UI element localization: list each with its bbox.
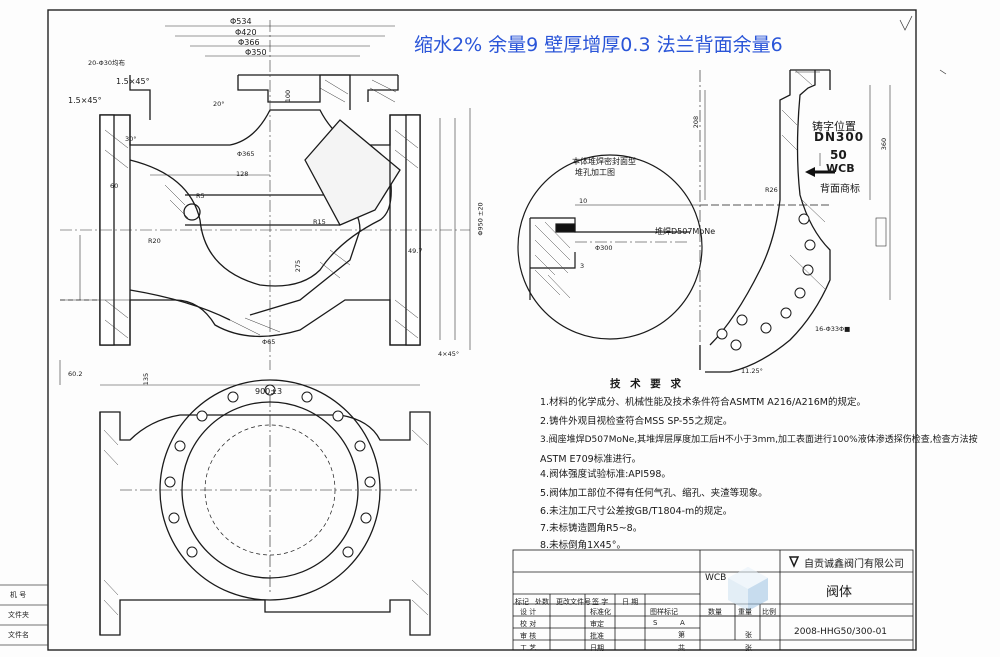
- drawing-number: 2008-HHG50/300-01: [794, 627, 888, 637]
- company-logo: [788, 556, 800, 568]
- r5: R5: [196, 192, 205, 200]
- tb-mid-ratify: 批准: [590, 632, 604, 640]
- weld-label: 堆焊D507MoNe: [655, 227, 716, 236]
- tb-col-sign: 签 字: [592, 598, 609, 606]
- tech-item: 3.阀座堆焊D507MoNe,其堆焊层厚度加工后H不小于3mm,加工表面进行10…: [540, 435, 978, 445]
- detail-dia-300: Φ300: [595, 244, 613, 252]
- front-dimensions: [59, 20, 471, 386]
- tech-item: 8.未标倒角1X45°。: [540, 540, 626, 551]
- dim-dia-350: Φ350: [245, 48, 267, 57]
- holes-top: 20-Φ30均布: [88, 59, 126, 67]
- dim-100: 100: [284, 89, 293, 103]
- cast-pressure: 50: [830, 148, 847, 162]
- tech-item: ASTM E709标准进行。: [540, 454, 642, 465]
- tech-item: 6.未注加工尺寸公差按GB/T1804-m的规定。: [540, 506, 733, 517]
- weld-detail: [517, 154, 703, 340]
- tb-stage-qty: 数量: [708, 608, 722, 616]
- angle-30: 30°: [125, 135, 137, 143]
- dim-602: 60.2: [68, 370, 83, 378]
- top-view-hatch: [103, 429, 429, 616]
- dim-275: 275: [294, 259, 303, 273]
- chamfer-2: 1.5×45°: [68, 96, 102, 105]
- tb-col-change: 更改文件号: [556, 598, 591, 606]
- chamfer-1: 1.5×45°: [116, 77, 150, 86]
- dia-365: Φ365: [237, 150, 255, 158]
- tb-stage-scale: 比例: [762, 608, 776, 616]
- tb-col-date: 日 期: [622, 598, 639, 606]
- r26: R26: [765, 186, 778, 194]
- tech-item: 2.铸件外观目视检查符合MSS SP-55之规定。: [540, 416, 733, 427]
- tb-mid-approve: 审定: [590, 620, 604, 628]
- angle-20: 20°: [213, 100, 225, 108]
- margin-file-name: 文件名: [8, 631, 29, 639]
- top-view-bolt-circle: [164, 384, 376, 558]
- dim-900: 900±3: [255, 387, 283, 396]
- side-view-holes: [716, 213, 816, 351]
- margin-machine-no: 机 号: [10, 591, 27, 599]
- side-dims: [704, 71, 891, 300]
- weld-detail-hatch: [534, 221, 571, 299]
- detail-subtitle: 堆孔加工图: [575, 168, 615, 177]
- tech-item: 1.材料的化学成分、机械性能及技术条件符合ASMTM A216/A216M的规定…: [540, 397, 866, 408]
- cast-material: WCB: [826, 162, 855, 175]
- tb-stage-a: A: [680, 619, 685, 627]
- tb-mid-standard: 标准化: [590, 608, 611, 616]
- dim-dia-420: Φ420: [235, 28, 257, 37]
- tech-item: 7.未标铸造圆角R5~8。: [540, 523, 643, 534]
- tech-heading: 技 术 要 求: [610, 378, 684, 390]
- tb-mid-date: 日期: [590, 644, 604, 652]
- tb-stage-weight: 重量: [738, 608, 752, 616]
- dim-135: 135: [142, 372, 151, 386]
- cast-arrow-head: [805, 167, 815, 177]
- tb-row-review: 审 核: [520, 632, 537, 640]
- watermark-cube: [728, 567, 768, 611]
- front-hatching: [104, 79, 419, 339]
- margin-folder: 文件夹: [8, 611, 29, 619]
- tb-sheet-of: 张: [745, 631, 752, 639]
- dia-950: Φ950 ±20: [476, 202, 485, 236]
- r65: Φ65: [262, 338, 276, 346]
- tech-item: 5.阀体加工部位不得有任何气孔、缩孔、夹渣等现象。: [540, 488, 768, 499]
- tech-item: 4.阀体强度试验标准:API598。: [540, 469, 671, 480]
- dim-360: 360: [880, 137, 889, 151]
- cast-arrow-label: 背面商标: [820, 184, 860, 195]
- dim-497: 49.7: [408, 247, 423, 255]
- tb-row-design: 设 计: [520, 608, 537, 616]
- part-name: 阀体: [826, 585, 853, 600]
- overlay-title: 缩水2% 余量9 壁厚增厚0.3 法兰背面余量6: [414, 34, 783, 56]
- tb-row-check: 校 对: [520, 620, 537, 628]
- angle-1125: 11.25°: [741, 367, 763, 375]
- tb-total-of: 张: [745, 644, 752, 652]
- detail-dim-10: 10: [579, 197, 588, 205]
- title-block: [512, 549, 914, 651]
- tb-sheet-label: 第: [678, 631, 685, 639]
- side-view: [699, 69, 831, 373]
- cast-pos-label: 铸字位置: [812, 120, 856, 133]
- top-view: [99, 379, 431, 636]
- drawing-border: [47, 9, 917, 651]
- cast-dn: DN300: [814, 130, 865, 144]
- tb-col-mark: 标记: [515, 598, 529, 606]
- tb-col-count: 处数: [535, 598, 549, 606]
- side-view-hatch: [781, 69, 827, 291]
- material: WCB: [705, 573, 727, 583]
- dim-60: 60: [110, 182, 119, 190]
- dim-208: 208: [692, 115, 701, 129]
- r20: R20: [148, 237, 161, 245]
- tb-total-label: 共: [678, 644, 685, 652]
- tb-row-process: 工 艺: [520, 644, 537, 652]
- chamfer-4: 4×45°: [438, 350, 460, 358]
- side-holes: 16-Φ33Φ■: [815, 325, 851, 333]
- detail-title: 本体堆焊密封面型: [572, 157, 636, 166]
- dim-dia-366: Φ366: [238, 38, 260, 47]
- company-name: 自贡诚鑫阀门有限公司: [804, 559, 904, 570]
- detail-dim-3: 3: [580, 262, 585, 270]
- r15: R15: [313, 218, 326, 226]
- tb-stage-s: S: [653, 619, 658, 627]
- dim-128: 128: [236, 170, 249, 178]
- dim-dia-534: Φ534: [230, 17, 252, 26]
- tb-stage-mark: 图样标记: [650, 608, 678, 616]
